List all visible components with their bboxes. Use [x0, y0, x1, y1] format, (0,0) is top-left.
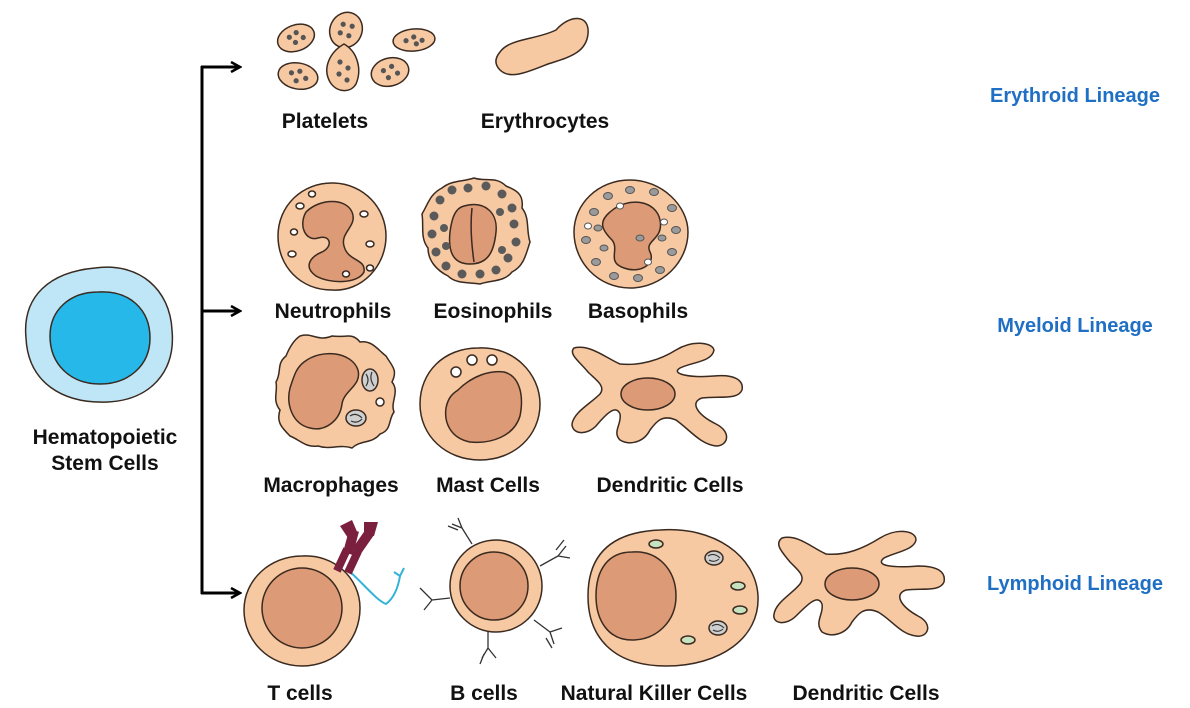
label-dendritic-cells-myeloid: Dendritic Cells [596, 474, 743, 497]
lineage-arrows [201, 66, 240, 594]
stem-label-line1: Hematopoietic [33, 426, 178, 449]
mast-cell-illustration [420, 348, 540, 460]
label-macrophages: Macrophages [263, 474, 398, 497]
label-neutrophils: Neutrophils [275, 300, 392, 323]
label-mast-cells: Mast Cells [436, 474, 540, 497]
tcr-receptor [333, 520, 378, 575]
erythrocyte-illustration [496, 18, 588, 74]
label-lymphoid-lineage: Lymphoid Lineage [987, 573, 1163, 595]
label-dendritic-cells-lymphoid: Dendritic Cells [792, 682, 939, 705]
dendritic-cell-myeloid-illustration [572, 343, 742, 446]
label-b-cells: B cells [450, 682, 518, 705]
label-basophils: Basophils [588, 300, 688, 323]
t-cell-illustration [244, 520, 404, 666]
label-t-cells: T cells [267, 682, 332, 705]
b-cell-illustration [420, 518, 570, 664]
neutrophil-illustration [278, 183, 386, 290]
eosinophil-illustration [422, 178, 530, 284]
label-erythrocytes: Erythrocytes [481, 110, 609, 133]
macrophage-illustration [276, 335, 396, 448]
stem-label-line2: Stem Cells [51, 452, 158, 475]
nk-cell-illustration [588, 530, 758, 666]
label-erythroid-lineage: Erythroid Lineage [990, 85, 1160, 107]
label-eosinophils: Eosinophils [433, 300, 552, 323]
basophil-illustration [574, 180, 688, 288]
platelets-illustration [274, 7, 436, 92]
stem-cell [26, 267, 173, 402]
dendritic-cell-lymphoid-illustration [774, 531, 944, 636]
label-myeloid-lineage: Myeloid Lineage [997, 315, 1153, 337]
label-nk-cells: Natural Killer Cells [561, 682, 748, 705]
label-platelets: Platelets [282, 110, 368, 133]
